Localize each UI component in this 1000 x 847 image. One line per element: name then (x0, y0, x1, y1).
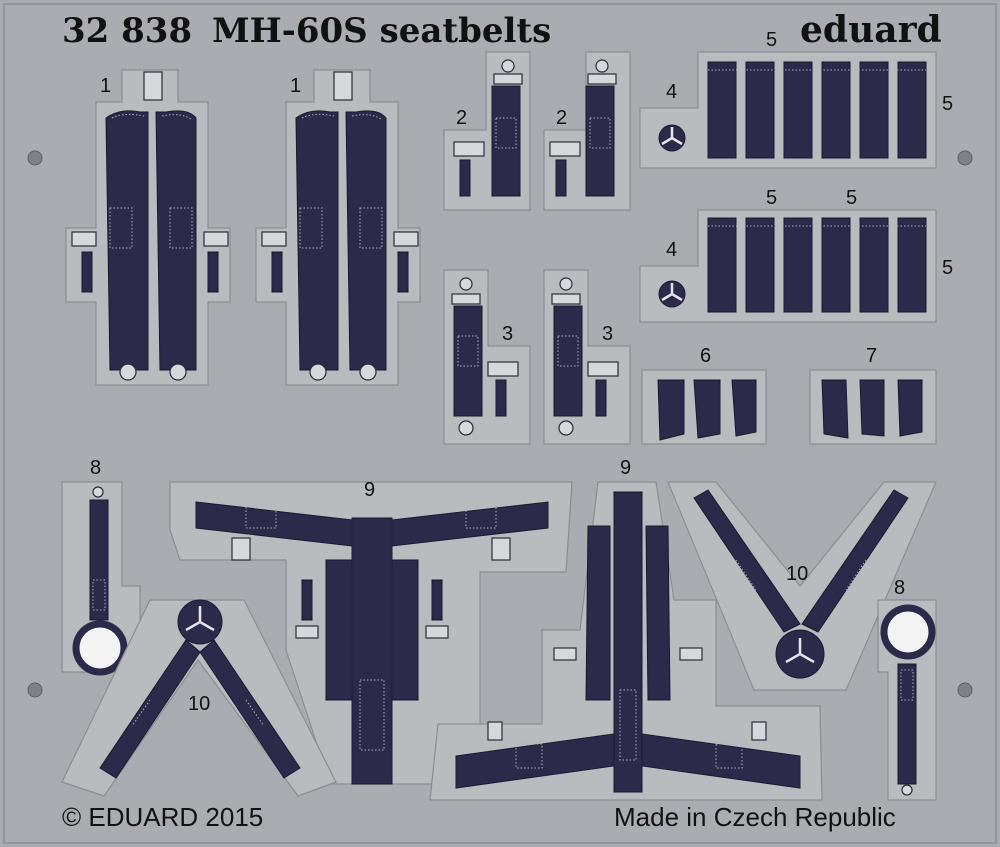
part-label-2b: 2 (556, 107, 567, 129)
mounting-hole (27, 682, 43, 698)
part-3-belt-right (543, 269, 631, 445)
part-label-5d: 5 (846, 187, 857, 209)
part-label-10b: 10 (786, 563, 808, 585)
part-2-belt-left (443, 51, 531, 211)
part-label-8b: 8 (894, 577, 905, 599)
part-label-5: 5 (766, 29, 777, 51)
part-label-5e: 5 (942, 257, 953, 279)
part-label-5b: 5 (942, 93, 953, 115)
part-label-8: 8 (90, 457, 101, 479)
part-2-belt-right (543, 51, 631, 211)
product-title: MH-60S seatbelts (212, 11, 551, 51)
part-label-1: 1 (100, 75, 111, 97)
part-label-10: 10 (188, 693, 210, 715)
part-label-1b: 1 (290, 75, 301, 97)
mounting-hole (957, 150, 973, 166)
part-10-harness-left (61, 599, 337, 797)
part-5-strap-row-upper (639, 51, 937, 169)
fret-border (3, 3, 997, 844)
part-3-belt-left (443, 269, 531, 445)
part-8-strap-left (61, 481, 141, 676)
part-label-9b: 9 (620, 457, 631, 479)
origin-text: Made in Czech Republic (614, 802, 896, 832)
part-label-4b: 4 (666, 239, 677, 261)
part-label-3: 3 (502, 323, 513, 345)
part-10-harness-right (667, 481, 937, 691)
part-label-6: 6 (700, 345, 711, 367)
mounting-hole (27, 150, 43, 166)
part-8-strap-right (877, 599, 937, 801)
product-code: 32 838 (62, 11, 192, 51)
part-label-4: 4 (666, 81, 677, 103)
part-label-3b: 3 (602, 323, 613, 345)
brand-logo: eduard (800, 9, 942, 51)
part-1-harness-left (65, 69, 231, 386)
part-label-9: 9 (364, 479, 375, 501)
part-6-tabs (641, 369, 767, 445)
part-label-5c: 5 (766, 187, 777, 209)
part-9-harness-right (429, 481, 823, 801)
mounting-hole (957, 682, 973, 698)
part-label-7: 7 (866, 345, 877, 367)
part-7-tabs (809, 369, 937, 445)
part-label-2: 2 (456, 107, 467, 129)
part-1-harness-right (255, 69, 421, 386)
part-9-harness-left (169, 481, 573, 785)
part-5-strap-row-lower (639, 209, 937, 323)
copyright-text: © EDUARD 2015 (62, 802, 263, 832)
